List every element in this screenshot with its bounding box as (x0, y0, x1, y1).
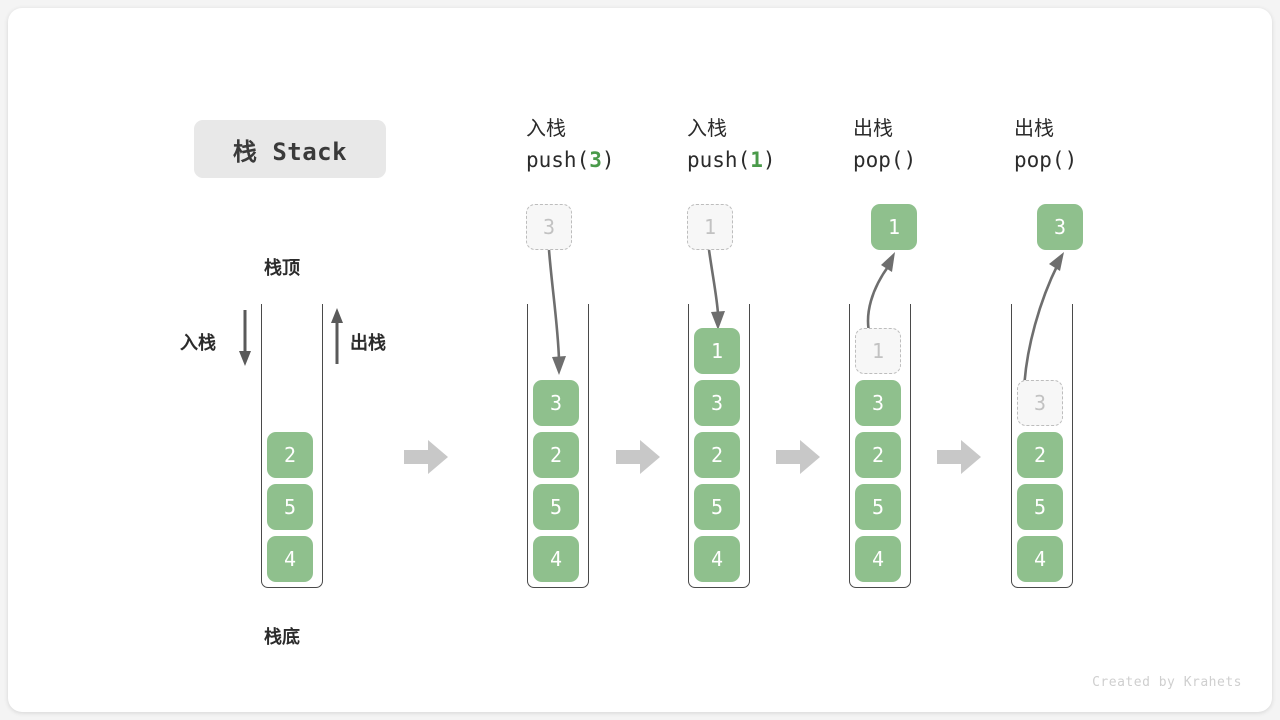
main-push-label: 入栈 (180, 333, 216, 353)
op-code-prefix: push( (687, 148, 751, 172)
stack-cell: 3 (694, 380, 740, 426)
pop-arrow-icon (1022, 252, 1064, 391)
op-code-suffix: ) (601, 148, 615, 172)
stack-container (527, 304, 589, 588)
stack-cell: 4 (694, 536, 740, 582)
stack-cell: 5 (855, 484, 901, 530)
stack-container (688, 304, 750, 588)
op-code-prefix: pop( (1014, 148, 1065, 172)
stack-container (849, 304, 911, 588)
op-code-suffix: ) (1064, 148, 1078, 172)
step-header: 出栈 pop() (1014, 114, 1164, 176)
ghost-cell: 1 (687, 204, 733, 250)
ghost-cell: 3 (526, 204, 572, 250)
stack-cell: 2 (694, 432, 740, 478)
stack-cell: 3 (533, 380, 579, 426)
stack-cell: 4 (1017, 536, 1063, 582)
arrow-right-icon (937, 440, 981, 474)
step-op-code: push(1) (687, 144, 837, 176)
stack-container (261, 304, 323, 588)
stack-cell: 4 (855, 536, 901, 582)
stack-top-label: 栈顶 (264, 258, 300, 278)
arrow-right-icon (404, 440, 448, 474)
stack-cell: 5 (267, 484, 313, 530)
popped-cell: 3 (1037, 204, 1083, 250)
op-code-prefix: pop( (853, 148, 904, 172)
stack-cell: 4 (267, 536, 313, 582)
ghost-cell: 1 (855, 328, 901, 374)
ghost-cell: 3 (1017, 380, 1063, 426)
step-header: 出栈 pop() (853, 114, 1003, 176)
step-header: 入栈 push(3) (526, 114, 676, 176)
push-arrow-icon (547, 249, 566, 375)
arrow-down-icon (239, 310, 251, 366)
stack-cell: 1 (694, 328, 740, 374)
step-op-code: pop() (1014, 144, 1164, 176)
stack-bottom-label: 栈底 (264, 627, 300, 647)
stack-cell: 5 (694, 484, 740, 530)
stack-cell: 2 (855, 432, 901, 478)
op-code-arg: 3 (589, 148, 602, 172)
stack-container (1011, 304, 1073, 588)
op-code-suffix: ) (903, 148, 917, 172)
step-op-code: pop() (853, 144, 1003, 176)
push-arrow-icon (707, 249, 725, 330)
step-op-cn: 入栈 (687, 118, 727, 140)
stack-cell: 2 (267, 432, 313, 478)
step-header: 入栈 push(1) (687, 114, 837, 176)
arrow-right-icon (616, 440, 660, 474)
stack-cell: 2 (533, 432, 579, 478)
op-code-prefix: push( (526, 148, 590, 172)
stack-cell: 5 (1017, 484, 1063, 530)
arrow-right-icon (776, 440, 820, 474)
stack-cell: 4 (533, 536, 579, 582)
step-op-cn: 入栈 (526, 118, 566, 140)
step-op-cn: 出栈 (1014, 118, 1054, 140)
step-op-code: push(3) (526, 144, 676, 176)
op-code-suffix: ) (762, 148, 776, 172)
main-pop-label: 出栈 (350, 333, 386, 353)
step-op-cn: 出栈 (853, 118, 893, 140)
page-title: 栈 Stack (194, 120, 386, 178)
diagram-card: 栈 Stack 栈顶 入栈 出栈 2 5 4 栈底 (8, 8, 1272, 712)
credit-text: Created by Krahets (1092, 675, 1242, 690)
stack-cell: 3 (855, 380, 901, 426)
op-code-arg: 1 (750, 148, 763, 172)
arrow-up-icon (331, 308, 343, 364)
stack-cell: 5 (533, 484, 579, 530)
stack-cell: 2 (1017, 432, 1063, 478)
popped-cell: 1 (871, 204, 917, 250)
